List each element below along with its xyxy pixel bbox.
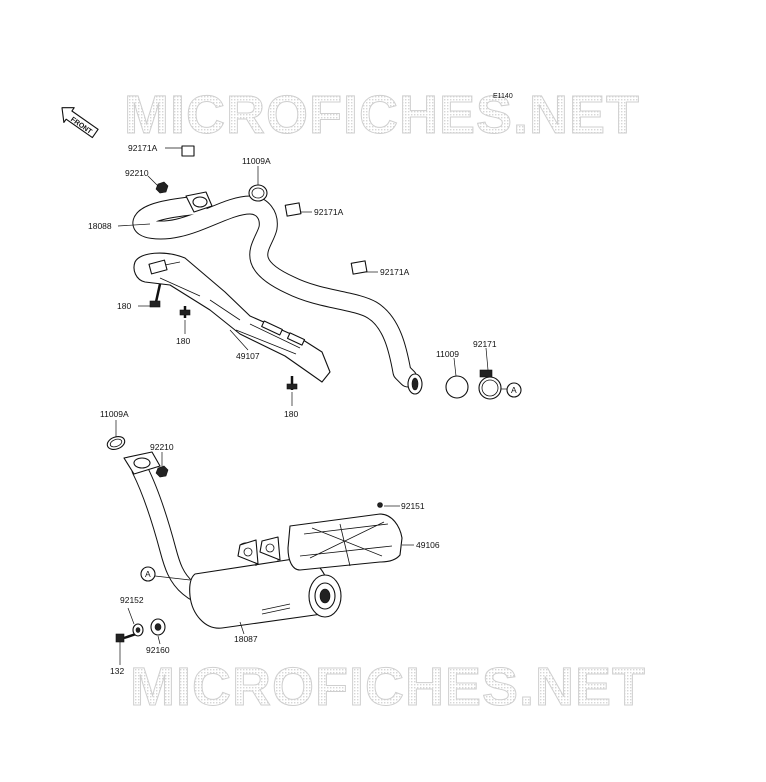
bolt-132 [115,632,137,643]
reference-marker-a-top-label: A [511,385,517,395]
callout-180-1: 180 [117,301,131,311]
callout-180-2: 180 [176,336,190,346]
bolt-180-1 [149,283,162,308]
callout-132: 132 [110,666,124,676]
callout-11009-1: 11009 [436,349,459,359]
clamp-92171 [478,369,502,400]
clip-92171A-3 [350,260,368,275]
bolt-180-2 [179,306,191,318]
callout-11009A-2: 11009A [100,409,129,419]
nut-92210-1 [155,181,169,194]
heat-shield-49107 [133,252,331,383]
callout-92171A-3: 92171A [380,267,410,277]
callout-92171: 92171 [473,339,497,349]
front-arrow-icon: FRONT [61,107,99,139]
muffler-18087 [189,536,342,629]
callout-49106: 49106 [416,540,440,550]
callout-92152: 92152 [120,595,144,605]
grommet-92160 [150,618,166,636]
nut-92210-2 [155,465,169,478]
reference-marker-a-bottom [140,566,156,582]
reference-marker-a-top [506,382,522,398]
reference-marker-a-bottom-label: A [145,569,151,579]
bolt-180-3 [286,376,298,390]
callout-92210-1: 92210 [125,168,149,178]
clip-92171A-1 [181,145,195,157]
watermark-bottom: MICROFICHES.NET [130,657,646,717]
diagram-code: E1140 [493,93,513,100]
callout-18088: 18088 [88,221,112,231]
callout-92171A-2: 92171A [314,207,344,217]
callout-49107: 49107 [236,351,260,361]
washer-92152 [132,623,144,637]
callout-18087: 18087 [234,634,258,644]
exhaust-pipe-18088 [132,191,423,395]
sleeve-11009 [445,375,469,399]
callout-180-3: 180 [284,409,298,419]
callout-92160: 92160 [146,645,170,655]
callout-92151: 92151 [401,501,425,511]
clip-92171A-2 [284,202,302,217]
watermark-top: MICROFICHES.NET [124,85,640,145]
heat-shield-49106 [287,502,403,571]
callout-11009A-1: 11009A [242,156,271,166]
callout-92171A-1: 92171A [128,143,158,153]
callout-92210-2: 92210 [150,442,174,452]
